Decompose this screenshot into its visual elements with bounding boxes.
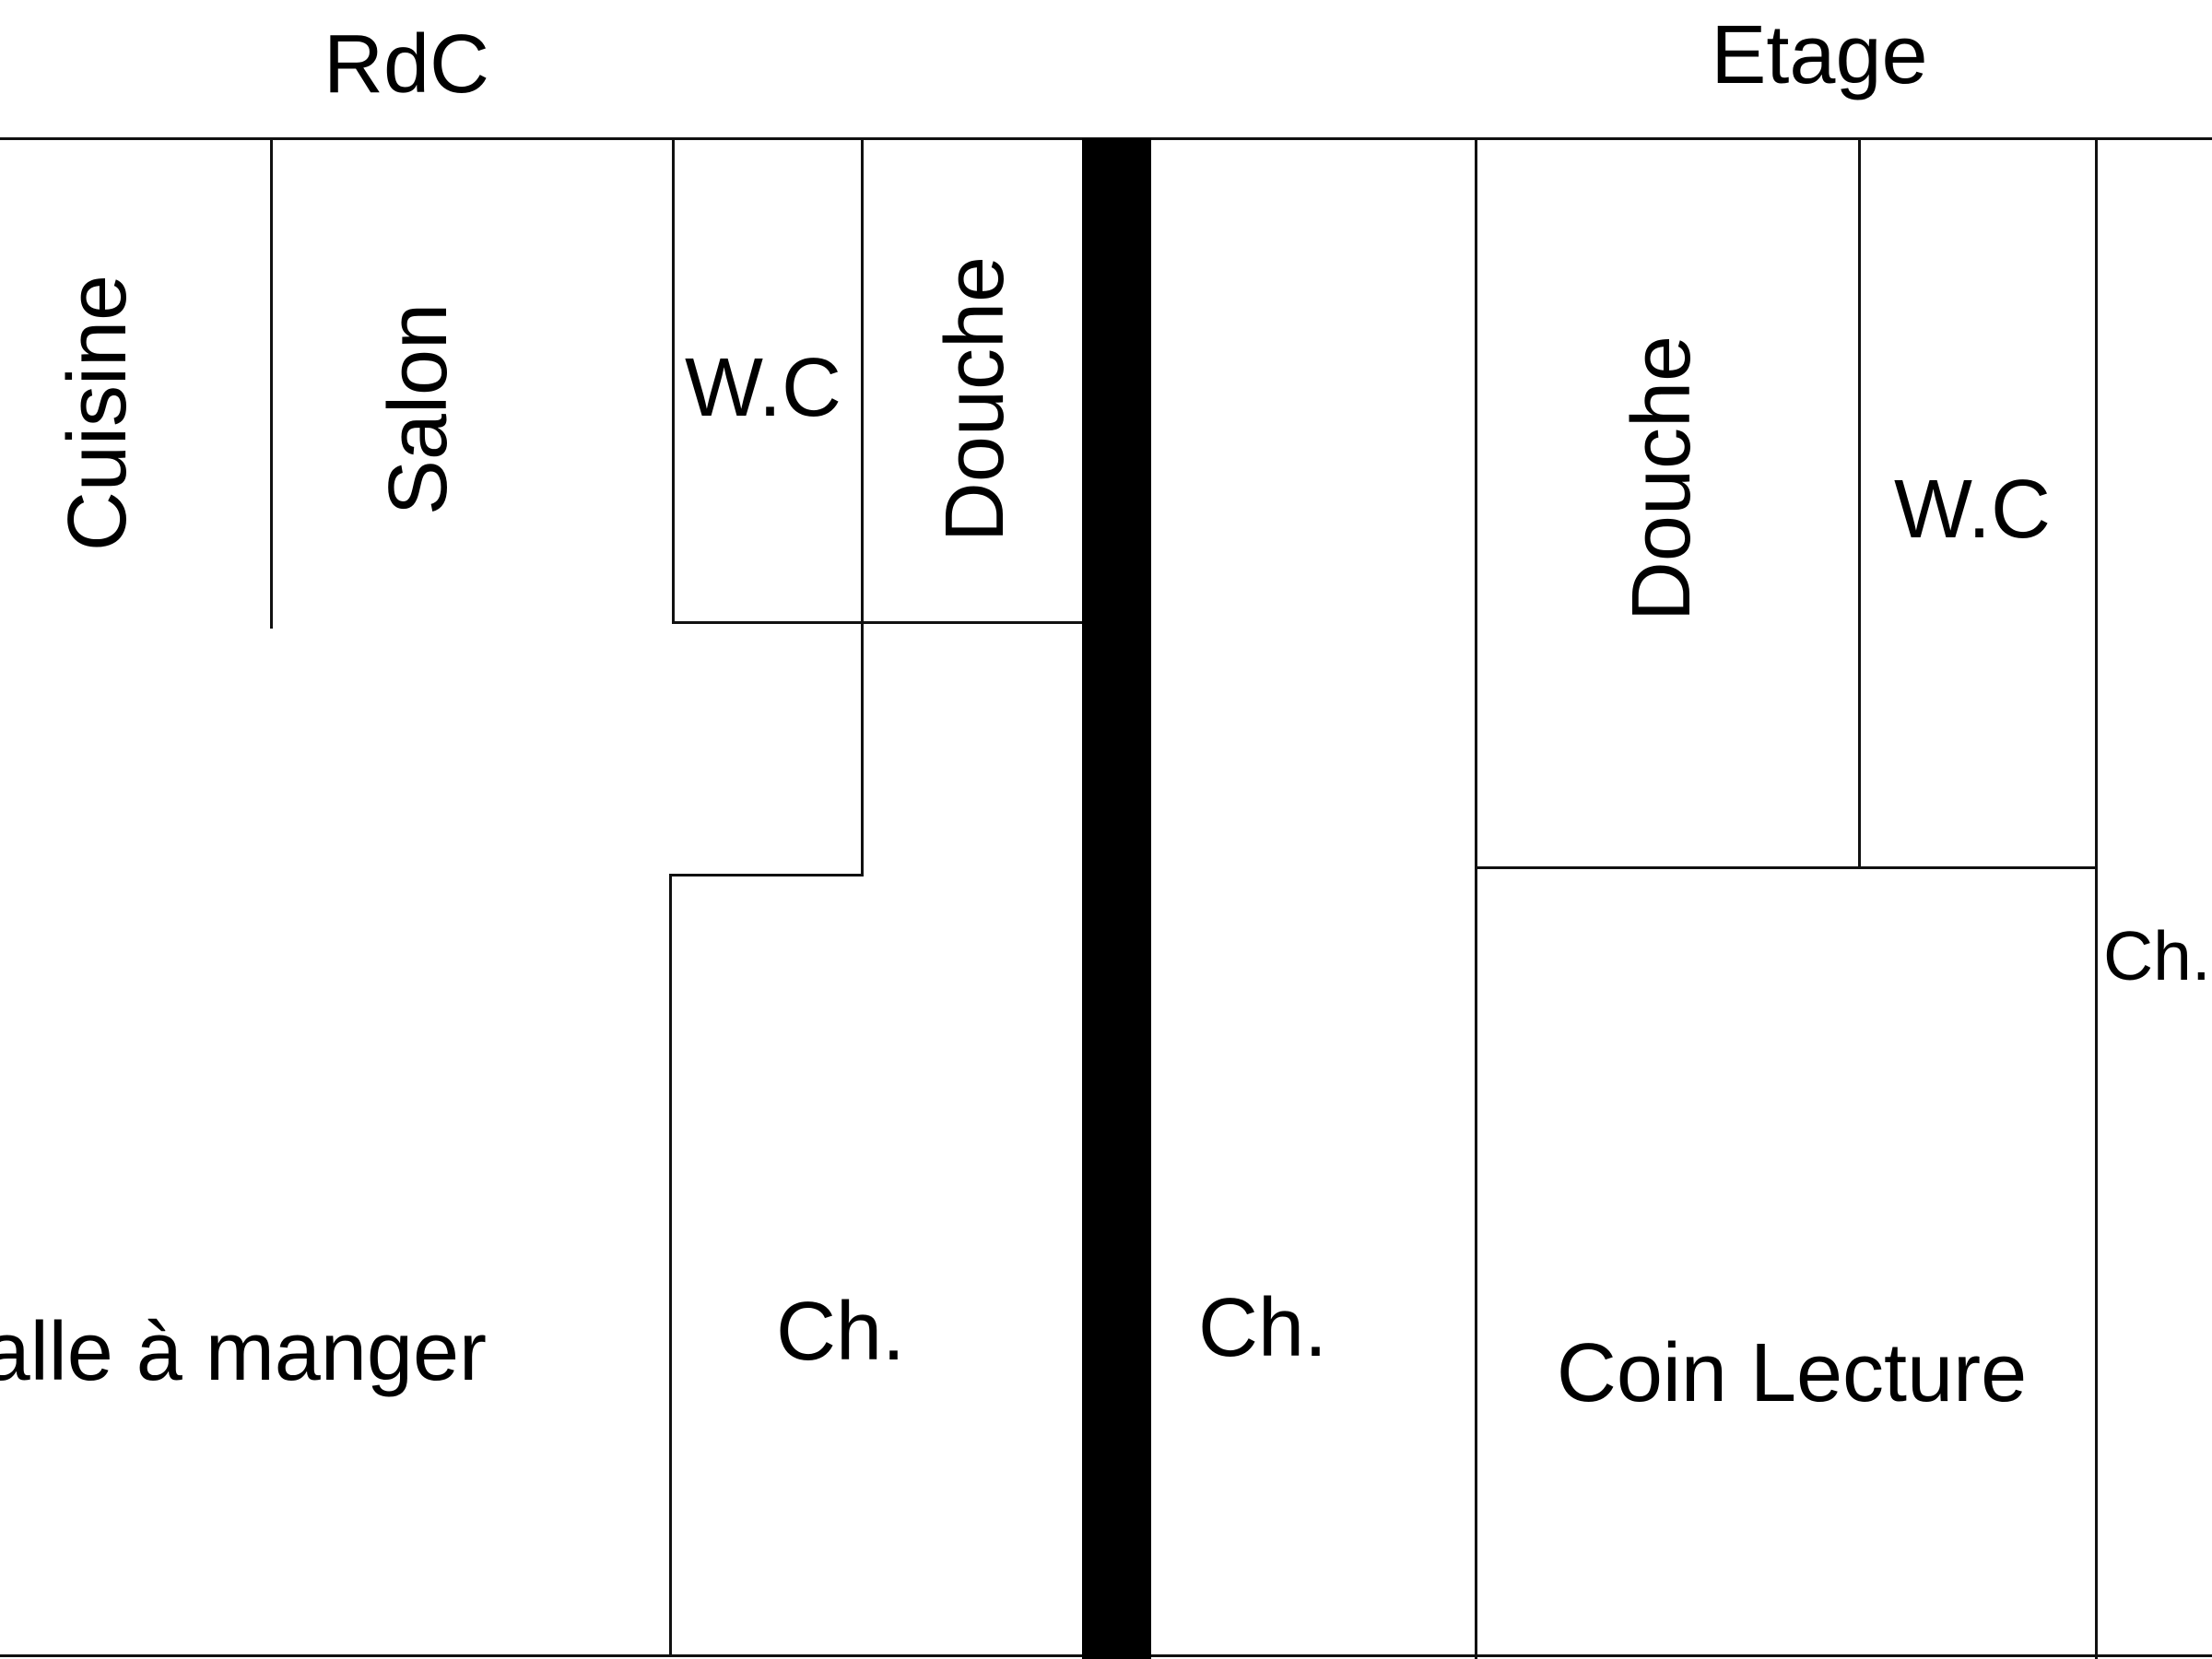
wall-reading-bedroom [2095, 138, 2098, 1659]
wall-bath-reading [1475, 866, 2098, 869]
room-label-kitchen: Cuisine [52, 274, 144, 552]
room-label-wc-ground: W.C [685, 342, 841, 434]
room-label-bedroom-ground: Ch. [775, 1286, 906, 1378]
wall-bedroom-shower [1475, 138, 1477, 1659]
wall-wc-bottom [672, 621, 1082, 624]
room-label-dining: Salle à manger [0, 1306, 487, 1398]
room-label-bedroom-upper: Ch. [1197, 1282, 1328, 1374]
room-label-wc-upper: W.C [1894, 464, 2051, 556]
wall-salon-wc [672, 138, 675, 624]
wall-kitchen-salon [270, 138, 273, 629]
header-ground-floor: RdC [323, 18, 490, 111]
wall-shower-wc [1858, 138, 1861, 868]
header-upper-floor: Etage [1711, 9, 1928, 101]
wall-bedroom-left [669, 874, 672, 1657]
wall-wc-shower [861, 138, 864, 876]
room-label-salon: Salon [372, 302, 465, 516]
floor-separator [1082, 138, 1151, 1659]
room-label-shower-upper: Douche [1616, 335, 1708, 622]
room-label-shower-ground: Douche [929, 255, 1021, 543]
wall-bedroom-top [669, 874, 864, 877]
room-label-bedroom-right: Ch. [2103, 917, 2211, 994]
room-label-reading-corner: Coin Lecture [1556, 1327, 2028, 1419]
